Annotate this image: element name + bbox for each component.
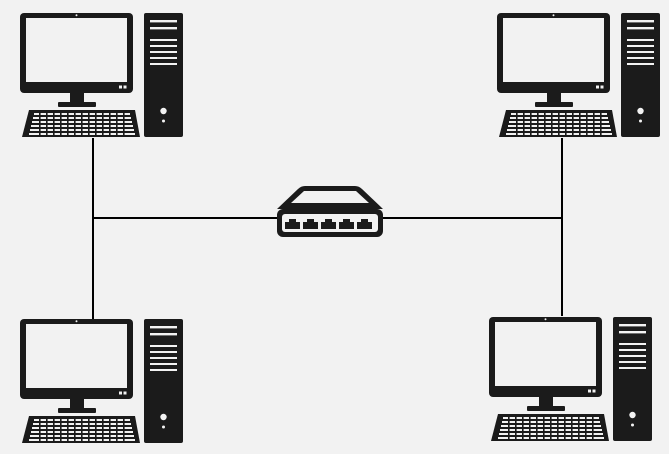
desktop-computer-icon — [20, 13, 183, 137]
computer-top-left — [20, 13, 183, 137]
computer-bottom-left — [20, 319, 183, 443]
computer-bottom-right — [489, 317, 652, 441]
computer-top-right — [497, 13, 660, 137]
desktop-computer-icon — [497, 13, 660, 137]
network-switch-icon — [277, 186, 383, 237]
cables — [92, 138, 563, 320]
desktop-computer-icon — [20, 319, 183, 443]
desktop-computer-icon — [489, 317, 652, 441]
